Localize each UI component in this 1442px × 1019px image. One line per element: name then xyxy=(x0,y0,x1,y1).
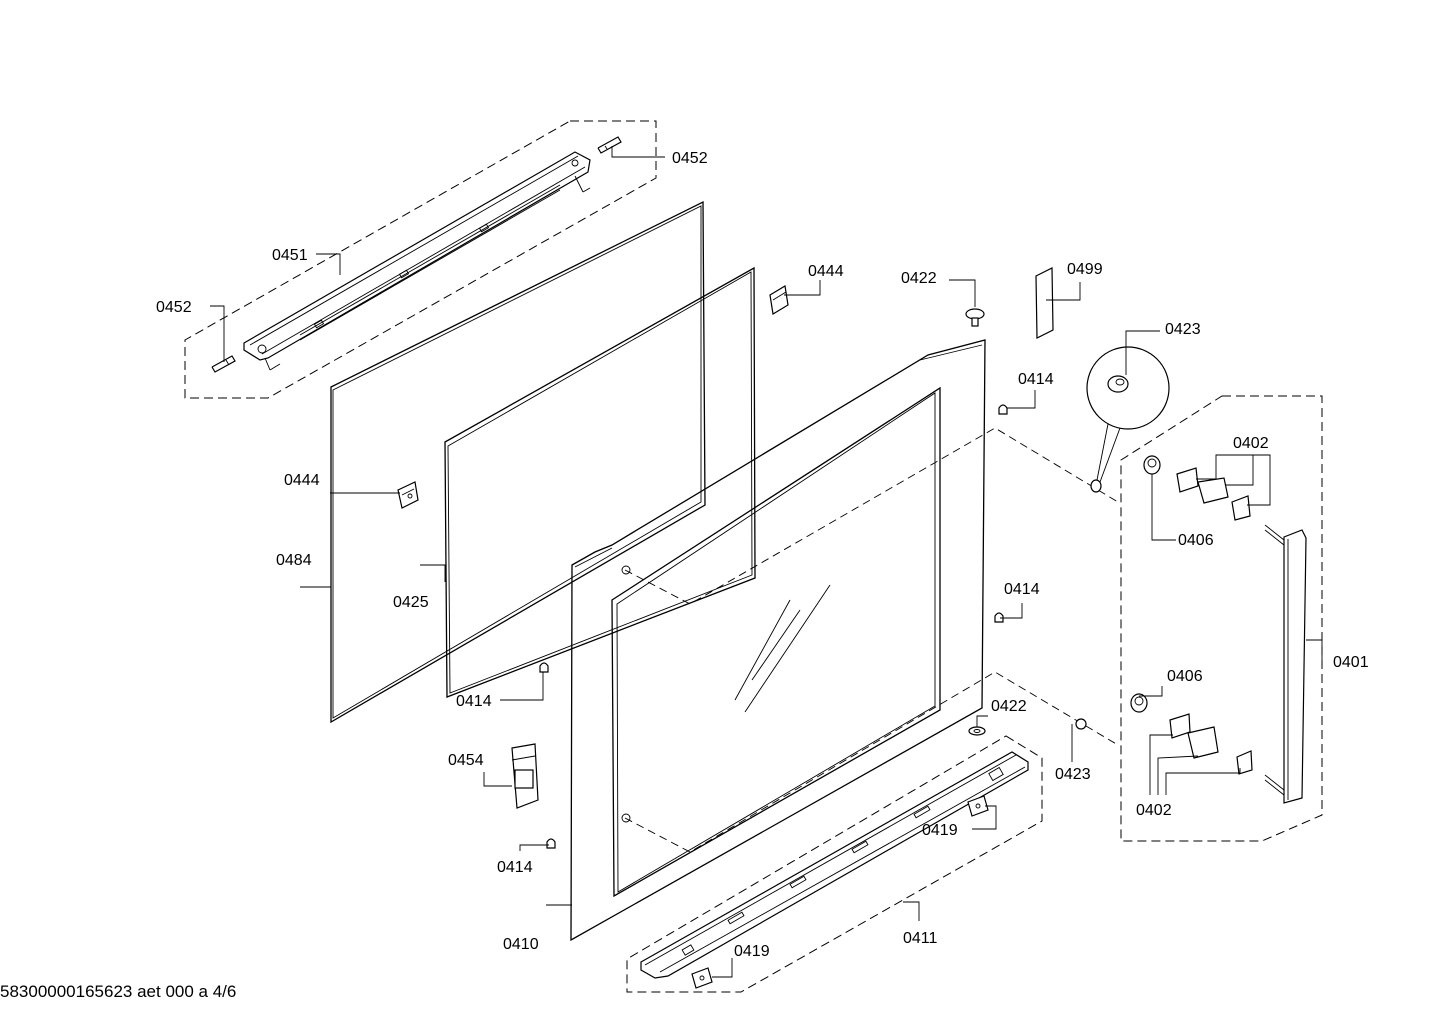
pin-0452-left xyxy=(211,355,236,373)
callout-0444-top: 0444 xyxy=(808,263,844,280)
hinge-bracket-0444-top xyxy=(769,285,789,315)
hinge-0454 xyxy=(511,743,539,809)
callout-0451: 0451 xyxy=(272,247,308,264)
nut-0423-bot xyxy=(1075,718,1087,730)
leader-0402-top-b xyxy=(1226,455,1254,486)
leader-0452-top xyxy=(611,146,665,158)
spacer-0406-bot xyxy=(1130,693,1148,713)
leader-0454 xyxy=(483,772,512,787)
callout-0423-bot: 0423 xyxy=(1055,766,1091,783)
callout-0414-r1: 0414 xyxy=(1018,371,1054,388)
spacer-0406-top xyxy=(1143,455,1161,475)
bottom-trim-0411 xyxy=(640,751,1029,979)
alignment-line-lower xyxy=(624,671,1119,853)
trim-bar-0451 xyxy=(243,151,591,371)
callout-0401: 0401 xyxy=(1333,654,1369,671)
clip-0414-b xyxy=(998,404,1008,415)
group-0401-outline xyxy=(1120,395,1323,842)
leader-0419-b xyxy=(712,958,733,978)
washer-0422-bot xyxy=(968,726,986,736)
callout-0444-mid: 0444 xyxy=(284,472,320,489)
callout-0406-top: 0406 xyxy=(1178,532,1214,549)
leader-0414-r1 xyxy=(1007,390,1036,409)
callout-0452-top: 0452 xyxy=(672,150,708,167)
callout-0406-bot: 0406 xyxy=(1167,668,1203,685)
bracket-0402-bot xyxy=(1169,713,1253,775)
label-strip-0499 xyxy=(1035,267,1054,339)
callout-0419-r: 0419 xyxy=(922,822,958,839)
leader-0414-r2 xyxy=(1000,603,1023,619)
leader-0422-top xyxy=(949,279,976,307)
drawing-id-footer: 58300000165623 aet 000 a 4/6 xyxy=(0,982,236,1001)
callout-0414-low: 0414 xyxy=(497,859,533,876)
leader-0444-top xyxy=(784,280,821,296)
group-0451-outline xyxy=(184,120,657,399)
callout-0452-left: 0452 xyxy=(156,299,192,316)
callout-0454: 0454 xyxy=(448,752,484,769)
leader-0422-bot xyxy=(976,715,988,727)
outer-glass-0484 xyxy=(330,200,706,724)
door-frame-0410 xyxy=(570,339,986,942)
leader-0402-bot-c xyxy=(1165,768,1241,795)
leader-0499 xyxy=(1046,282,1081,301)
clip-0419-bottom xyxy=(691,967,713,989)
leader-0406-bot xyxy=(1139,686,1163,697)
callout-0410: 0410 xyxy=(503,936,539,953)
alignment-line-upper xyxy=(624,427,1119,605)
clip-0414-d xyxy=(546,838,556,849)
leader-0425 xyxy=(420,564,446,582)
bracket-0402-top xyxy=(1176,467,1251,521)
callout-0414-r2: 0414 xyxy=(1004,581,1040,598)
callout-0419-b: 0419 xyxy=(734,943,770,960)
leader-0423-top xyxy=(1125,330,1160,375)
callout-0422-bot: 0422 xyxy=(991,698,1027,715)
detail-callout-0423 xyxy=(1086,346,1170,493)
callout-0402-bot: 0402 xyxy=(1136,802,1172,819)
leader-0401 xyxy=(1306,639,1323,662)
leader-0452-left xyxy=(210,305,225,362)
leader-0411 xyxy=(903,901,920,921)
leader-0419-r xyxy=(972,805,997,830)
callout-0414-mid: 0414 xyxy=(456,693,492,710)
leader-0402-bot xyxy=(1149,734,1173,795)
leader-0406-top xyxy=(1151,474,1176,541)
leader-0402-top xyxy=(1196,454,1271,506)
callout-0423-top: 0423 xyxy=(1165,321,1201,338)
callout-0402-top: 0402 xyxy=(1233,435,1269,452)
inner-glass-0425 xyxy=(444,266,756,698)
clip-0414-c xyxy=(994,612,1004,623)
callout-0484: 0484 xyxy=(276,552,312,569)
hinge-bracket-0444-mid xyxy=(397,481,419,509)
pin-0452-top xyxy=(597,136,622,154)
leader-0451 xyxy=(316,253,341,275)
screw-0422-top xyxy=(965,308,985,327)
handle-bar-0401 xyxy=(1264,524,1307,804)
callout-0499: 0499 xyxy=(1067,261,1103,278)
leader-0414-low xyxy=(519,844,549,851)
clip-0419-right xyxy=(967,795,989,817)
leader-0414-mid xyxy=(500,672,544,701)
leader-0402-bot-b xyxy=(1157,755,1199,795)
callout-0425: 0425 xyxy=(393,594,429,611)
group-0411-outline xyxy=(626,735,1043,993)
clip-0414-a xyxy=(539,662,549,673)
callout-0411: 0411 xyxy=(903,930,938,947)
callout-0422-top: 0422 xyxy=(901,270,937,287)
